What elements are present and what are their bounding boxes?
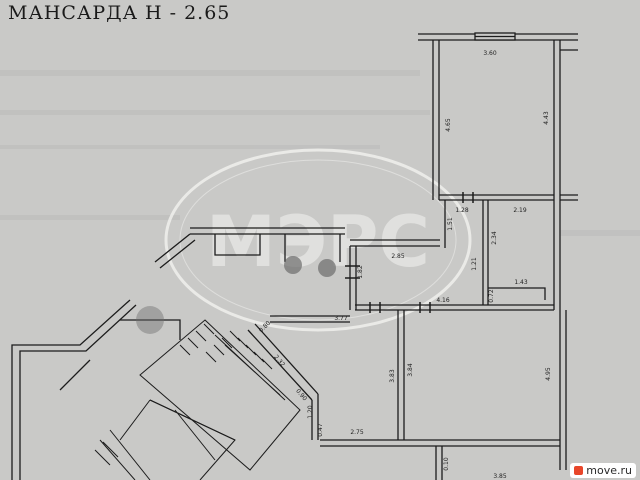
wall-bath	[482, 200, 489, 305]
dim-377: 3.77	[334, 315, 348, 322]
dim-495: 4.95	[545, 367, 552, 381]
dim-right-height: 4.43	[543, 111, 550, 125]
dim-383: 3.83	[389, 369, 396, 383]
door-marks	[345, 192, 474, 313]
wall-balcony	[190, 227, 345, 235]
paper-texture	[0, 70, 640, 236]
dim-219: 2.19	[513, 207, 527, 214]
stairwell	[94, 319, 301, 480]
watermark-text: МЭРС	[206, 201, 430, 283]
dimension-labels: 3.60 4.65 4.43 1.28 2.19 1.51 2.34 2.85 …	[258, 50, 552, 480]
wall-mid-upper	[439, 194, 554, 201]
dim-182: 1.82	[357, 265, 364, 279]
dim-416: 4.16	[436, 297, 450, 304]
dim-072: 0.72	[488, 289, 495, 303]
dim-234: 2.34	[491, 231, 498, 245]
dim-385: 3.85	[493, 473, 507, 480]
wall-lower-partition	[397, 310, 405, 440]
dim-047: 0.47	[317, 423, 324, 437]
dim-010: 0.10	[443, 457, 450, 471]
watermark: МЭРС	[164, 148, 472, 332]
elevator-shaft	[119, 399, 236, 480]
page-title: МАНСАРДА Н - 2.65	[8, 2, 231, 24]
dim-275: 2.75	[350, 429, 364, 436]
wall-left-upper	[432, 40, 440, 200]
walls	[11, 32, 578, 480]
wall-right	[553, 40, 561, 310]
blur-marks	[136, 256, 336, 334]
dim-128: 1.28	[455, 207, 469, 214]
dim-left-height: 4.65	[445, 118, 452, 132]
move-logo-icon	[574, 466, 584, 475]
dim-120: 1.20	[307, 405, 314, 419]
source-label: move.ru	[586, 464, 632, 477]
source-badge[interactable]: move.ru	[570, 463, 636, 478]
dim-143: 1.43	[514, 279, 528, 286]
dim-151: 1.51	[447, 217, 454, 231]
dim-121: 1.21	[471, 257, 478, 271]
wall-mid-lower	[355, 304, 554, 311]
wall-corridor	[350, 239, 440, 247]
dim-285: 2.85	[391, 253, 405, 260]
dim-top-width: 3.60	[483, 50, 497, 57]
dim-384: 3.84	[407, 363, 414, 377]
wall-diagonal	[247, 323, 319, 401]
wall-bottom	[320, 439, 560, 447]
dim-090: 0.90	[294, 388, 308, 403]
